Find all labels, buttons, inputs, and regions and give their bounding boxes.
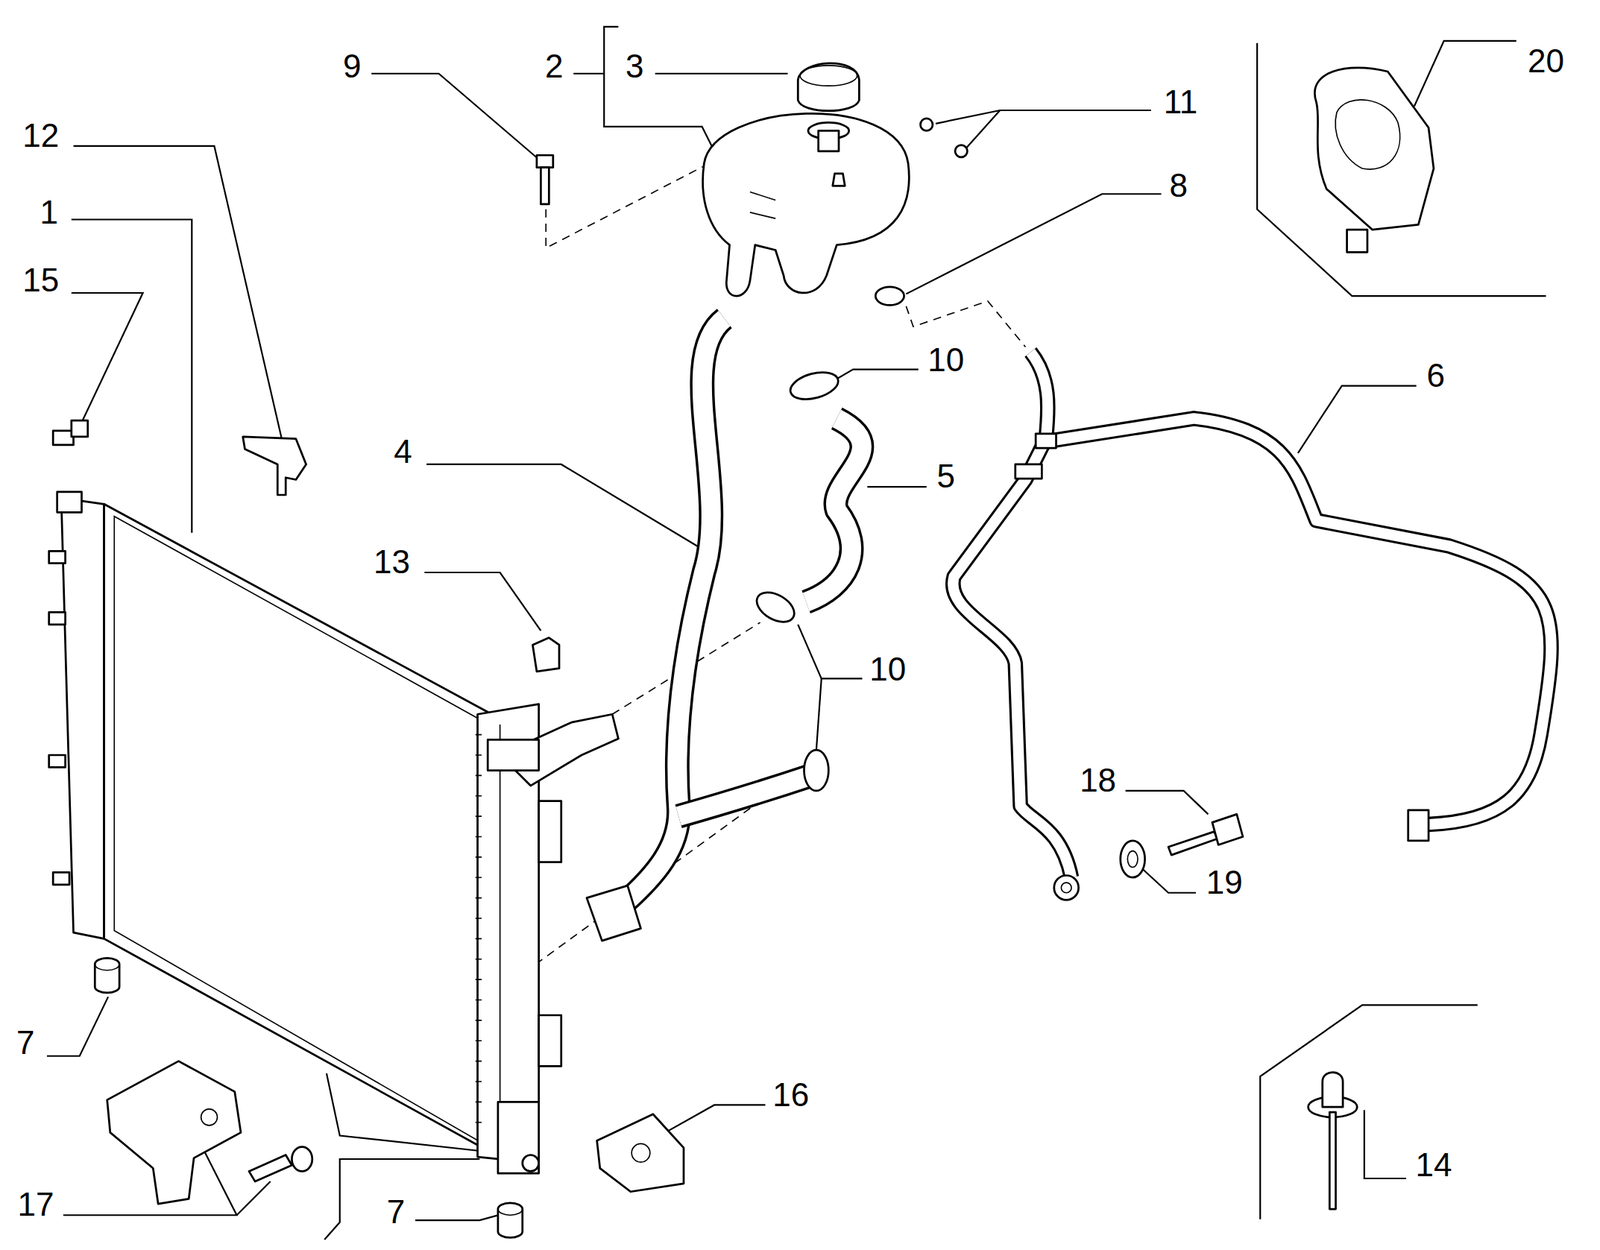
callout-number: 11 [1162,85,1200,119]
mount-brackets [107,1061,684,1205]
callout-number: 18 [1078,764,1118,798]
callout-number: 6 [1424,359,1446,393]
callout-number: 10 [867,653,908,686]
callout-number: 17 [15,1188,56,1222]
callout-number: 3 [624,49,645,83]
pipe-clip [1314,67,1434,253]
rubber-bush [94,958,522,1238]
hoses [586,318,1552,941]
callout-number: 10 [926,343,966,377]
callout-number: 7 [385,1195,407,1229]
callout-number: 7 [14,1026,36,1060]
callout-number: 16 [770,1078,811,1112]
callout-number: 2 [543,49,565,83]
small-fasteners [536,118,968,305]
callout-number: 4 [392,435,414,469]
callout-number: 14 [1413,1148,1454,1182]
radiator [49,492,619,1174]
expansion-tank [703,63,910,296]
small-parts [52,420,560,672]
callout-number: 9 [341,49,363,83]
leader-lines [46,26,1547,1240]
callout-number: 13 [372,545,412,579]
callout-number: 8 [1168,169,1190,203]
callout-number: 19 [1204,866,1245,900]
callout-number: 15 [20,263,61,297]
callout-number: 12 [20,119,61,153]
callout-number: 5 [934,460,956,493]
callout-number: 20 [1526,44,1566,78]
hose-clamps [751,367,842,792]
callout-number: 1 [38,196,59,229]
rivet [1308,1072,1358,1210]
